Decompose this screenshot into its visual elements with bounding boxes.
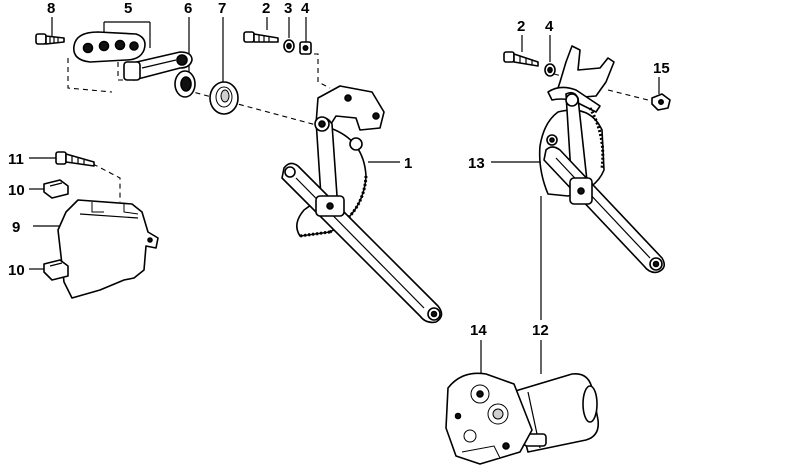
- callout-12: 12: [532, 322, 549, 339]
- callout-9: 9: [12, 219, 20, 236]
- bolt-2-right: [503, 51, 539, 67]
- callout-4-right: 4: [545, 18, 554, 35]
- callout-3: 3: [284, 0, 292, 17]
- crank-arm-5: [123, 51, 193, 81]
- handle-plate-5: [73, 31, 146, 63]
- clip-10-bottom: [43, 259, 69, 281]
- nut-15: [651, 93, 671, 111]
- washer-6: [174, 70, 196, 98]
- callout-2-left: 2: [262, 0, 270, 17]
- window-motor-12: [445, 372, 600, 465]
- clip-10-top: [43, 179, 69, 199]
- callout-11: 11: [8, 151, 24, 168]
- callout-14: 14: [470, 322, 487, 339]
- washer-4-right: [544, 63, 556, 77]
- nut-4-left: [299, 41, 312, 55]
- window-regulator-13: [538, 45, 666, 274]
- callout-13: 13: [468, 155, 485, 172]
- callout-8: 8: [47, 0, 55, 17]
- washer-3: [283, 39, 295, 53]
- callout-labels: 8 5 6 7 2 3 4 1 11 10 9 10 2 4 15 13 14 …: [8, 0, 670, 339]
- callout-4-left: 4: [301, 0, 310, 17]
- callout-10-bottom: 10: [8, 262, 25, 279]
- callout-6: 6: [184, 0, 192, 17]
- screw-8: [35, 33, 65, 45]
- window-regulator-1: [281, 85, 443, 324]
- bolt-11: [55, 151, 95, 167]
- callout-2-right: 2: [517, 18, 525, 35]
- callout-1: 1: [404, 155, 412, 172]
- callout-15: 15: [653, 60, 670, 77]
- cover-plate-9: [57, 199, 159, 299]
- callout-10-top: 10: [8, 182, 25, 199]
- callout-7: 7: [218, 0, 226, 17]
- escutcheon-7: [209, 81, 239, 115]
- callout-5: 5: [124, 0, 132, 17]
- bolt-2-left: [243, 31, 279, 43]
